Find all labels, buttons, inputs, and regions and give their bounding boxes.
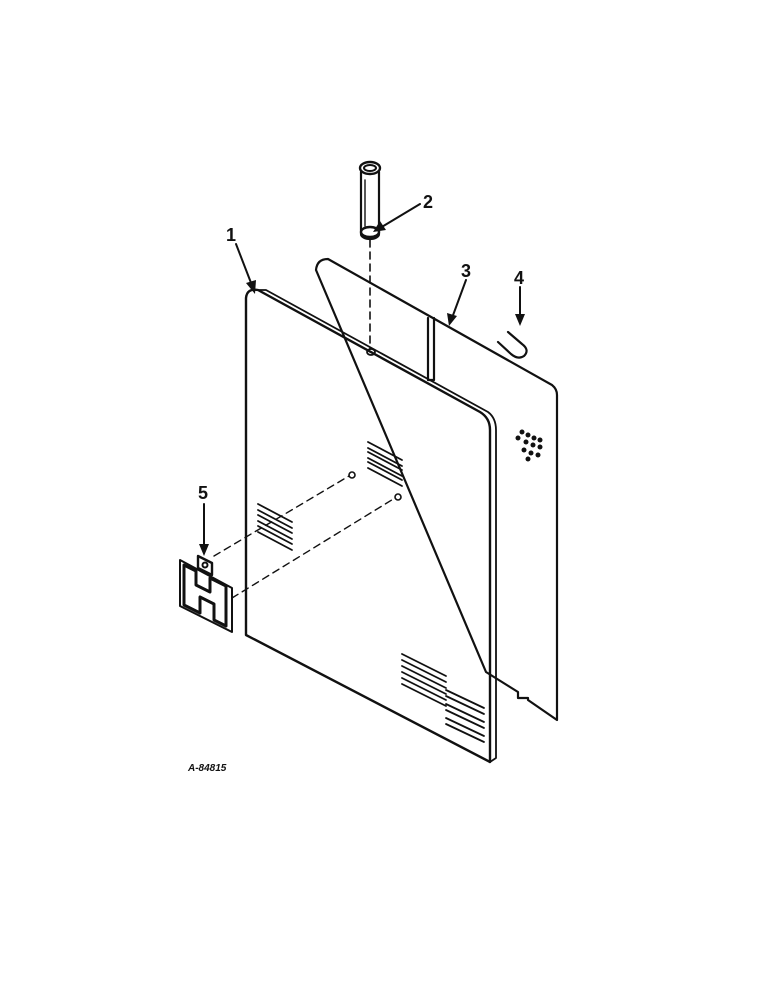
leader-line-2 (373, 203, 421, 232)
callout-1: 1 (226, 225, 236, 245)
leader-line-1 (235, 243, 256, 294)
front-panel-louvers-upper (367, 441, 403, 487)
rear-panel-hole-cluster (515, 429, 543, 462)
callout-4: 4 (514, 268, 524, 288)
front-panel-hole-lower (394, 493, 402, 501)
rear-panel (314, 257, 559, 722)
front-panel-louvers-middle (257, 503, 293, 551)
leader-line-3 (447, 279, 467, 326)
callout-2: 2 (423, 192, 433, 212)
leader-line-4 (515, 286, 525, 326)
front-panel (244, 288, 497, 764)
front-panel-louvers-lower (401, 653, 485, 743)
spacer-tube (358, 160, 382, 356)
u-clip (496, 330, 528, 359)
callout-3: 3 (461, 261, 471, 281)
front-panel-hole-upper (348, 471, 356, 479)
figure-reference: A-84815 (187, 763, 227, 774)
callout-5: 5 (198, 483, 208, 503)
emblem (179, 475, 396, 633)
leader-line-5 (199, 503, 209, 556)
